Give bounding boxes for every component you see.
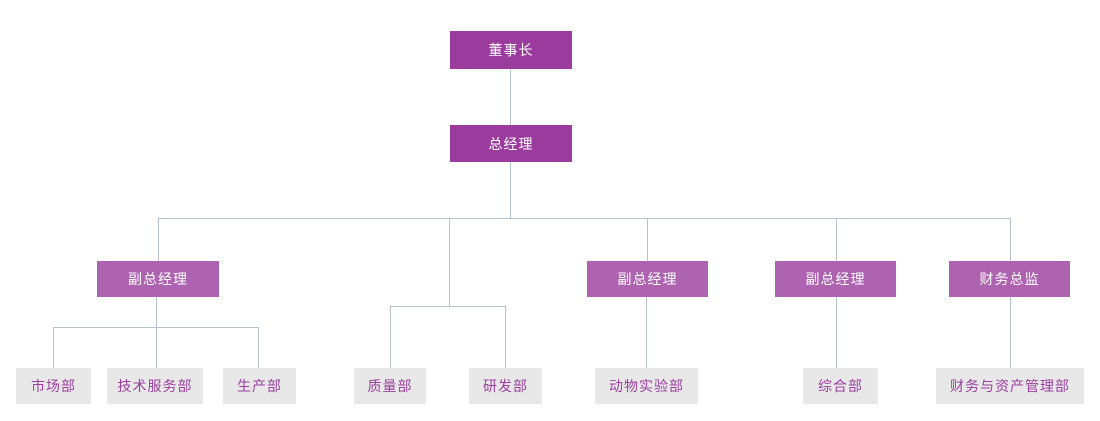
- org-node-dept-finance-assets: 财务与资产管理部: [936, 368, 1084, 404]
- org-node-deputy-gm-1: 副总经理: [97, 261, 219, 297]
- org-node-dept-rnd: 研发部: [469, 368, 542, 404]
- org-node-dept-technical-service: 技术服务部: [107, 368, 203, 404]
- org-node-dept-marketing: 市场部: [16, 368, 91, 404]
- org-node-finance-director: 财务总监: [949, 261, 1070, 297]
- org-node-dept-production: 生产部: [223, 368, 296, 404]
- org-node-dept-animal-lab: 动物实验部: [595, 368, 698, 404]
- org-node-chairman: 董事长: [450, 31, 572, 69]
- org-node-deputy-gm-3: 副总经理: [775, 261, 896, 297]
- org-node-dept-quality: 质量部: [354, 368, 426, 404]
- org-node-deputy-gm-2: 副总经理: [587, 261, 708, 297]
- org-node-dept-general-affairs: 综合部: [803, 368, 878, 404]
- org-node-general-manager: 总经理: [450, 125, 572, 162]
